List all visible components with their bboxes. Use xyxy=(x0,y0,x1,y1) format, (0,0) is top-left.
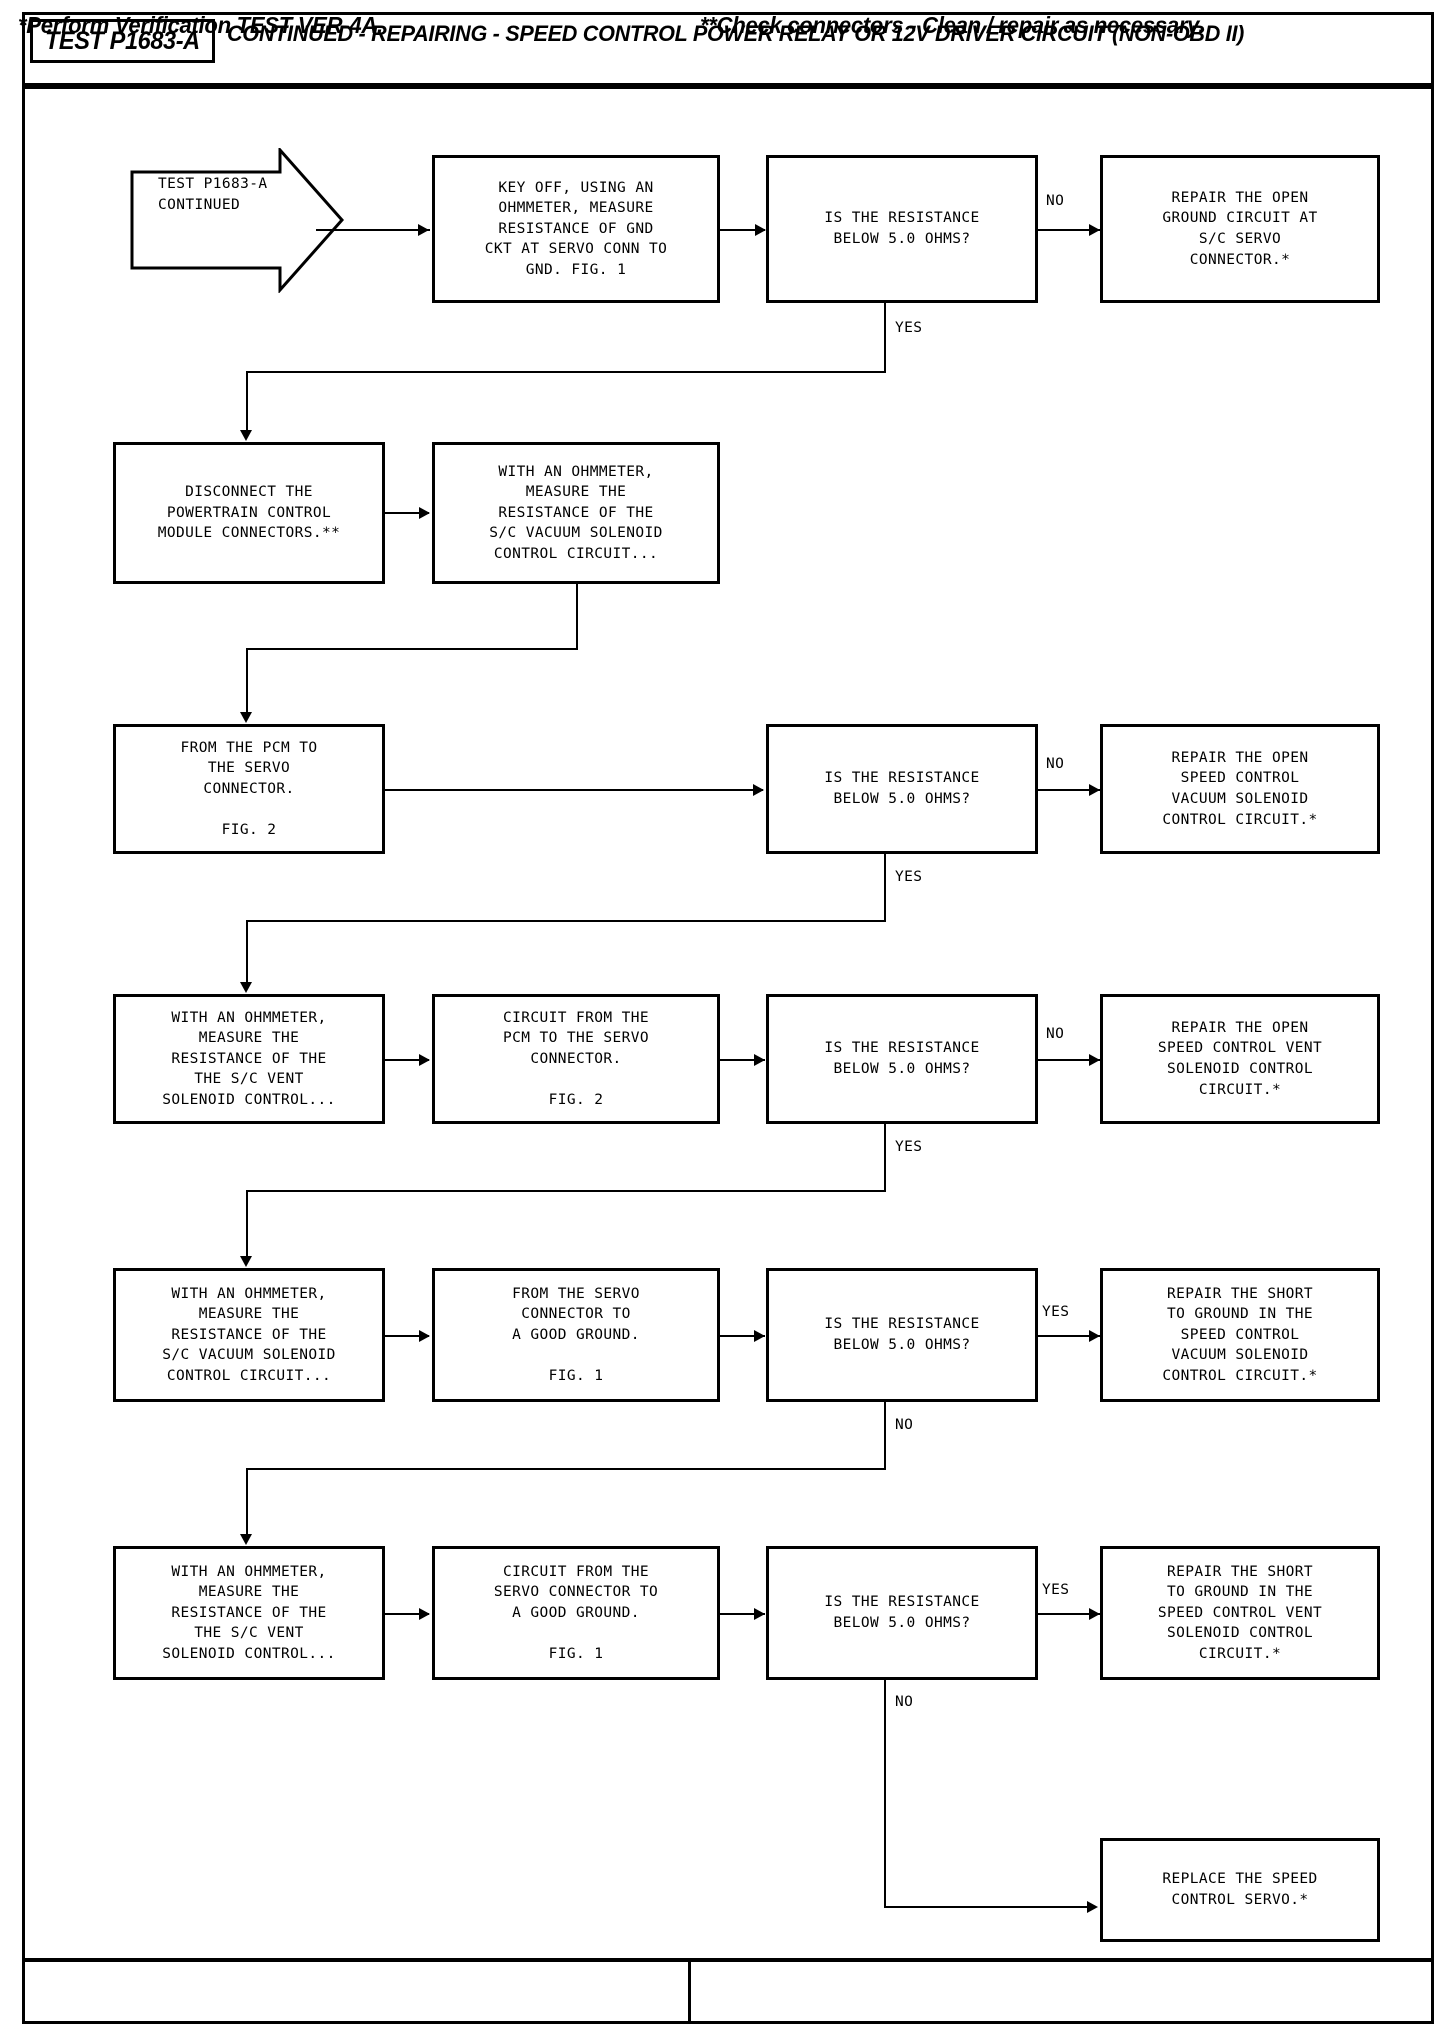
edge-r4action-to-r4action2 xyxy=(385,1059,429,1061)
edge-r2-v1 xyxy=(576,584,578,650)
page-title: CONTINUED - REPAIRING - SPEED CONTROL PO… xyxy=(227,21,1245,46)
node-r6-action2: CIRCUIT FROM THE SERVO CONNECTOR TO A GO… xyxy=(432,1546,720,1680)
edge-r1-yes-h xyxy=(246,371,886,373)
node-r1-decision: IS THE RESISTANCE BELOW 5.0 OHMS? xyxy=(766,155,1038,303)
edge-r1-yes-arrow xyxy=(240,430,252,441)
node-r1-action: KEY OFF, USING AN OHMMETER, MEASURE RESI… xyxy=(432,155,720,303)
edge-r2action-to-r2action2 xyxy=(385,512,429,514)
edge-r6action-to-r6action2-arrow xyxy=(419,1608,430,1620)
node-r5-action: WITH AN OHMMETER, MEASURE THE RESISTANCE… xyxy=(113,1268,385,1402)
edge-r3action-to-r3decision-arrow xyxy=(753,784,764,796)
node-r5-decision: IS THE RESISTANCE BELOW 5.0 OHMS? xyxy=(766,1268,1038,1402)
edge-label-r6-no: NO xyxy=(893,1694,916,1710)
edge-r6-no-arrow xyxy=(1087,1901,1098,1913)
node-r1-result: REPAIR THE OPEN GROUND CIRCUIT AT S/C SE… xyxy=(1100,155,1380,303)
edge-r6-no-v xyxy=(884,1680,886,1908)
edge-r4-yes-v1 xyxy=(884,1124,886,1192)
edge-r5action-to-r5action2-arrow xyxy=(419,1330,430,1342)
edge-label-r3-yes: YES xyxy=(893,869,925,885)
edge-r6-yes xyxy=(1038,1613,1100,1615)
edge-r3-yes-v1 xyxy=(884,854,886,922)
edge-r1-yes-v1 xyxy=(884,303,886,373)
edge-r2action-to-r2action2-arrow xyxy=(419,507,430,519)
edge-r4-no-arrow xyxy=(1089,1054,1100,1066)
node-r6-action: WITH AN OHMMETER, MEASURE THE RESISTANCE… xyxy=(113,1546,385,1680)
edge-r1action-to-r1decision xyxy=(720,229,765,231)
edge-label-r3-no: NO xyxy=(1044,756,1067,772)
test-id-label: TEST P1683-A xyxy=(45,26,200,55)
edge-r3-no xyxy=(1038,789,1100,791)
edge-r4-yes-arrow xyxy=(240,1256,252,1267)
edge-r1-yes-v2 xyxy=(246,371,248,437)
edge-r5action-to-r5action2 xyxy=(385,1335,429,1337)
edge-r5action2-to-r5decision-arrow xyxy=(754,1330,765,1342)
node-r4-action: WITH AN OHMMETER, MEASURE THE RESISTANCE… xyxy=(113,994,385,1124)
footer-note-connectors: **Check connectors - Clean / repair as n… xyxy=(700,12,1205,38)
edge-r6action2-to-r6decision xyxy=(720,1613,765,1615)
edge-r3-yes-v2 xyxy=(246,920,248,988)
node-r4-result: REPAIR THE OPEN SPEED CONTROL VENT SOLEN… xyxy=(1100,994,1380,1124)
edge-r2-v2 xyxy=(246,648,248,718)
edge-r5-no-h xyxy=(246,1468,886,1470)
edge-r4-no xyxy=(1038,1059,1100,1061)
edge-r4action2-to-r4decision-arrow xyxy=(754,1054,765,1066)
edge-r4-yes-v2 xyxy=(246,1190,248,1262)
footer-divider xyxy=(688,1962,691,2024)
edge-r6action2-to-r6decision-arrow xyxy=(754,1608,765,1620)
edge-r1-no xyxy=(1038,229,1100,231)
edge-r3-no-arrow xyxy=(1089,784,1100,796)
node-r3-decision: IS THE RESISTANCE BELOW 5.0 OHMS? xyxy=(766,724,1038,854)
edge-r5-no-arrow xyxy=(240,1534,252,1545)
test-id-badge: TEST P1683-A xyxy=(30,19,215,63)
edge-label-r1-yes: YES xyxy=(893,320,925,336)
node-r6-decision: IS THE RESISTANCE BELOW 5.0 OHMS? xyxy=(766,1546,1038,1680)
edge-r4action2-to-r4decision xyxy=(720,1059,765,1061)
edge-r1-no-arrow xyxy=(1089,224,1100,236)
node-final-result: REPLACE THE SPEED CONTROL SERVO.* xyxy=(1100,1838,1380,1942)
edge-label-r5-no: NO xyxy=(893,1417,916,1433)
header: TEST P1683-A CONTINUED - REPAIRING - SPE… xyxy=(22,12,1434,86)
node-r5-result: REPAIR THE SHORT TO GROUND IN THE SPEED … xyxy=(1100,1268,1380,1402)
edge-r5-yes-arrow xyxy=(1089,1330,1100,1342)
edge-r6action-to-r6action2 xyxy=(385,1613,429,1615)
edge-r4-yes-h xyxy=(246,1190,886,1192)
start-banner: TEST P1683-A CONTINUED xyxy=(130,148,345,293)
edge-r4action-to-r4action2-arrow xyxy=(419,1054,430,1066)
page-border xyxy=(22,12,1434,2024)
node-r5-action2: FROM THE SERVO CONNECTOR TO A GOOD GROUN… xyxy=(432,1268,720,1402)
edge-r5-yes xyxy=(1038,1335,1100,1337)
edge-r3action-to-r3decision xyxy=(385,789,763,791)
edge-r6-yes-arrow xyxy=(1089,1608,1100,1620)
node-r4-action2: CIRCUIT FROM THE PCM TO THE SERVO CONNEC… xyxy=(432,994,720,1124)
edge-r2-h xyxy=(246,648,578,650)
edge-label-r4-no: NO xyxy=(1044,1026,1067,1042)
edge-r3-yes-h xyxy=(246,920,886,922)
header-divider xyxy=(22,84,1434,89)
edge-label-r1-no: NO xyxy=(1044,193,1067,209)
edge-r5action2-to-r5decision xyxy=(720,1335,765,1337)
edge-label-r5-yes: YES xyxy=(1040,1304,1072,1320)
node-r4-decision: IS THE RESISTANCE BELOW 5.0 OHMS? xyxy=(766,994,1038,1124)
node-r2-action2: WITH AN OHMMETER, MEASURE THE RESISTANCE… xyxy=(432,442,720,584)
edge-r1action-to-r1decision-arrow xyxy=(755,224,766,236)
edge-r2-arrow xyxy=(240,712,252,723)
edge-r5-no-v2 xyxy=(246,1468,248,1540)
edge-r3-yes-arrow xyxy=(240,982,252,993)
edge-label-r6-yes: YES xyxy=(1040,1582,1072,1598)
node-r2-action: DISCONNECT THE POWERTRAIN CONTROL MODULE… xyxy=(113,442,385,584)
start-banner-label: TEST P1683-A CONTINUED xyxy=(158,176,268,213)
node-r3-action: FROM THE PCM TO THE SERVO CONNECTOR. FIG… xyxy=(113,724,385,854)
edge-r5-no-v1 xyxy=(884,1402,886,1470)
edge-start-to-r1action xyxy=(316,229,430,231)
edge-r6-no-h xyxy=(884,1906,1088,1908)
edge-label-r4-yes: YES xyxy=(893,1139,925,1155)
node-r6-result: REPAIR THE SHORT TO GROUND IN THE SPEED … xyxy=(1100,1546,1380,1680)
edge-start-to-r1action-arrow xyxy=(418,224,429,236)
footer xyxy=(22,1958,1434,2024)
footer-note-verification: *Perform Verification TEST VER-4A. xyxy=(18,12,383,38)
node-r3-result: REPAIR THE OPEN SPEED CONTROL VACUUM SOL… xyxy=(1100,724,1380,854)
